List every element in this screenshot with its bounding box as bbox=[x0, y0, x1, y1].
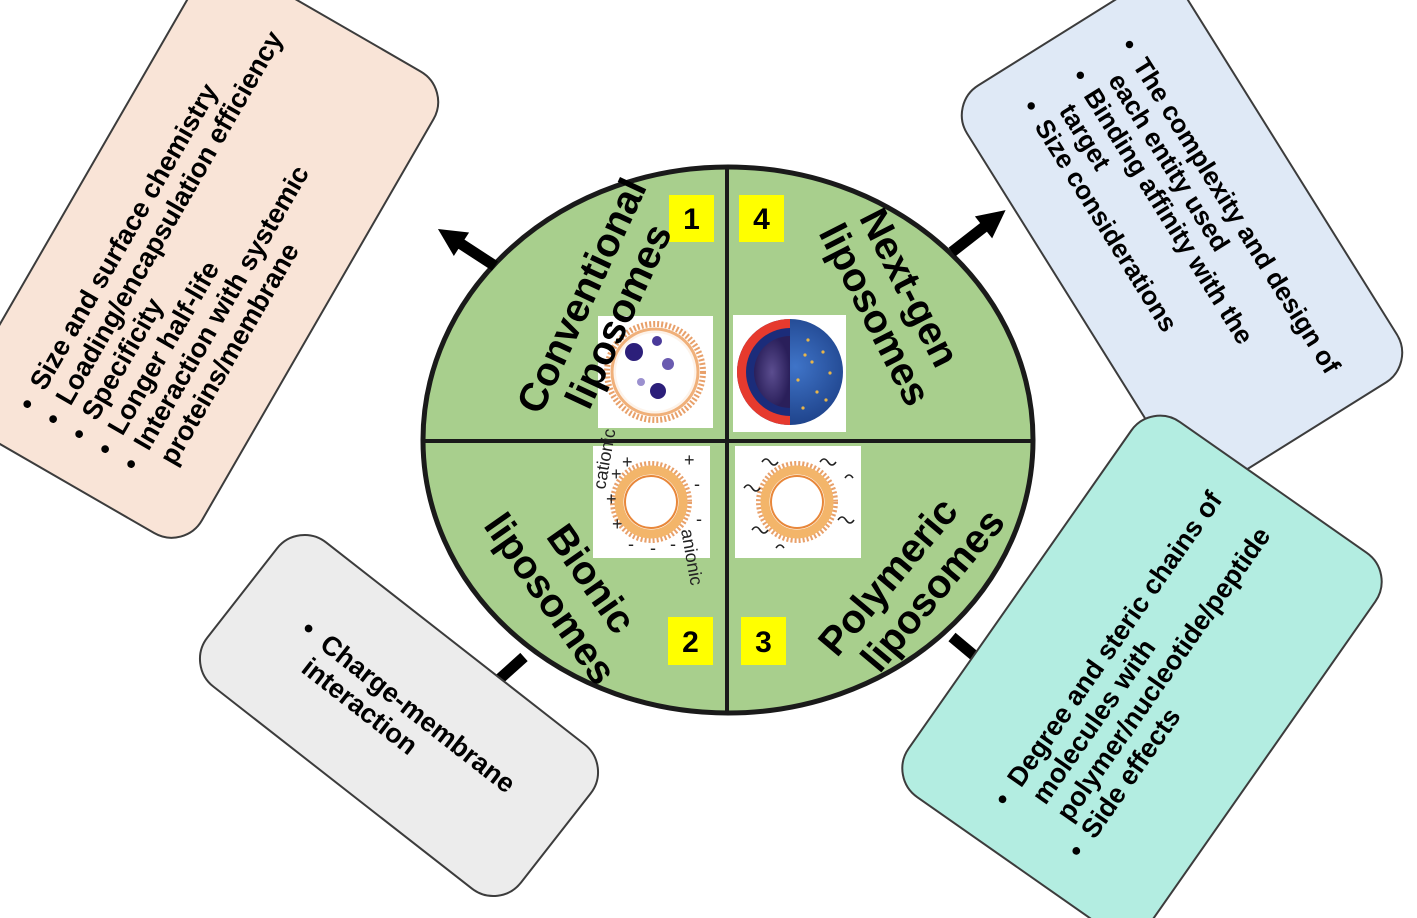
svg-text:+: + bbox=[612, 514, 623, 534]
arrow-conventional bbox=[437, 228, 498, 271]
arrow-nextgen bbox=[948, 210, 1006, 257]
conventional-liposome-image bbox=[598, 316, 713, 428]
polymeric-liposome-image bbox=[735, 446, 861, 558]
badge-4-number: 4 bbox=[753, 203, 770, 236]
badge-2: 2 bbox=[668, 617, 713, 665]
badge-2-number: 2 bbox=[682, 626, 699, 659]
svg-text:-: - bbox=[696, 509, 702, 529]
svg-text:-: - bbox=[650, 538, 656, 558]
svg-text:+: + bbox=[684, 450, 695, 470]
badge-1-number: 1 bbox=[683, 203, 700, 236]
badge-1: 1 bbox=[669, 195, 714, 242]
nextgen-liposome-image bbox=[733, 315, 846, 432]
badge-3-number: 3 bbox=[755, 626, 772, 659]
svg-text:+: + bbox=[622, 452, 633, 472]
svg-text:-: - bbox=[628, 534, 634, 554]
svg-text:-: - bbox=[670, 534, 676, 554]
svg-text:+: + bbox=[611, 464, 622, 484]
badge-3: 3 bbox=[741, 617, 786, 665]
svg-text:-: - bbox=[694, 474, 700, 494]
badge-4: 4 bbox=[739, 195, 784, 242]
svg-text:+: + bbox=[606, 489, 617, 509]
